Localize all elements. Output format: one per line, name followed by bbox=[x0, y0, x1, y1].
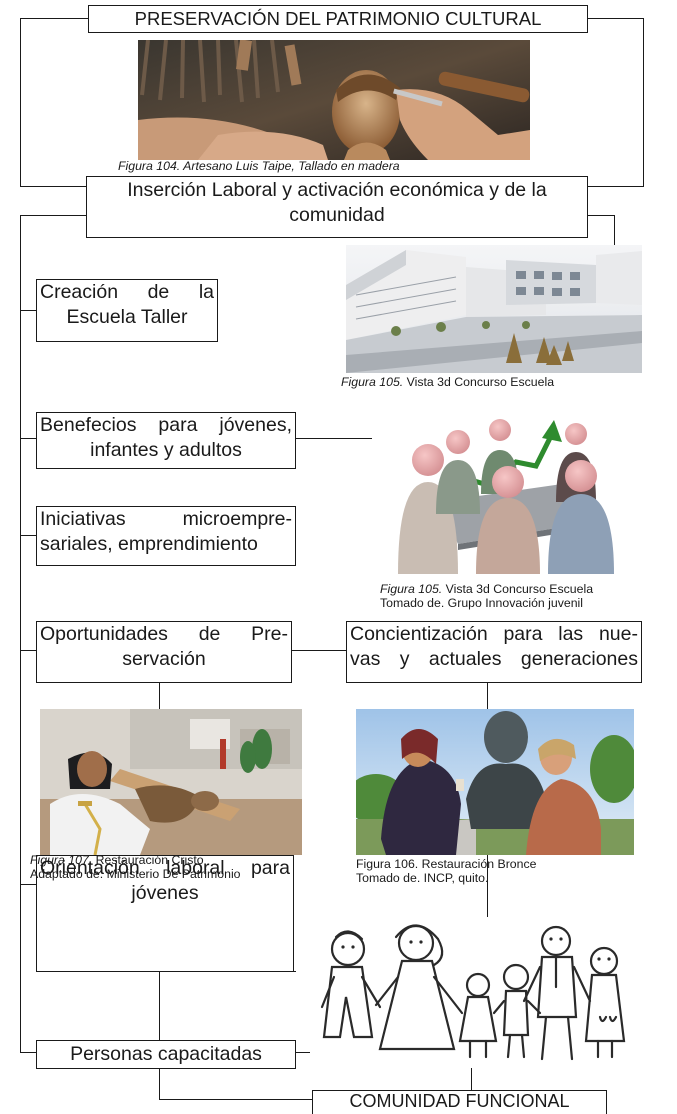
connector bbox=[20, 438, 36, 440]
comunidad-box: COMUNIDAD FUNCIONAL bbox=[312, 1090, 607, 1114]
connector bbox=[20, 535, 36, 537]
iniciativas-box: Iniciativas microempre- sariales, empren… bbox=[36, 506, 296, 566]
connector bbox=[20, 884, 36, 886]
concientizacion-line1: Concientización para las nue- bbox=[350, 623, 638, 645]
connector bbox=[588, 18, 644, 20]
connector bbox=[20, 1052, 36, 1054]
iniciativas-line1: Iniciativas microempre- bbox=[40, 508, 292, 530]
beneficios-box: Benefecios para jóvenes, infantes y adul… bbox=[36, 412, 296, 469]
connector bbox=[487, 683, 489, 709]
beneficios-line2: infantes y adultos bbox=[90, 438, 242, 461]
school-3d-render bbox=[346, 245, 642, 373]
connector bbox=[36, 971, 296, 973]
bronze-restoration-photo bbox=[356, 709, 634, 855]
title-box: PRESERVACIÓN DEL PATRIMONIO CULTURAL bbox=[88, 5, 588, 33]
connector bbox=[159, 683, 161, 709]
oportunidades-box: Oportunidades de Pre- servación bbox=[36, 621, 292, 683]
fig105b-label: Figura 105. bbox=[380, 582, 443, 596]
orientacion-line2: jóvenes bbox=[131, 881, 199, 904]
fig104-label: Figura 104. Artesano Luis Taipe, Tallado… bbox=[118, 159, 400, 173]
connector bbox=[20, 215, 22, 1052]
connector bbox=[20, 215, 86, 217]
fig106-caption: Figura 106. Restauración Bronce Tomado d… bbox=[356, 857, 536, 885]
fig107-caption: Figura 107. Restauración Cristo Adaptado… bbox=[30, 853, 241, 881]
connector bbox=[643, 18, 645, 187]
connector bbox=[20, 186, 86, 188]
connector bbox=[159, 1060, 161, 1100]
connector bbox=[614, 215, 616, 245]
oportunidades-line2: servación bbox=[122, 647, 206, 670]
connector bbox=[471, 1068, 473, 1090]
connector bbox=[20, 650, 36, 652]
connector bbox=[587, 186, 644, 188]
orientacion-line1: Orientación laboral para bbox=[40, 857, 290, 879]
fig107-source: Adaptado de. Ministerio De Patrimonio bbox=[30, 867, 241, 882]
beneficios-line1: Benefecios para jóvenes, bbox=[40, 414, 292, 436]
fig107-label: Figura 107 bbox=[30, 853, 89, 867]
fig105a-caption: Figura 105. Vista 3d Concurso Escuela bbox=[341, 375, 554, 389]
connector bbox=[296, 1052, 312, 1054]
concientizacion-line2: vas y actuales generaciones bbox=[350, 647, 638, 670]
connector bbox=[587, 215, 614, 217]
connector bbox=[159, 972, 161, 1043]
connector bbox=[292, 650, 346, 652]
connector bbox=[159, 1099, 313, 1101]
fig105a-text: Vista 3d Concurso Escuela bbox=[403, 375, 555, 389]
fig105b-text: Vista 3d Concurso Escuela bbox=[442, 582, 594, 596]
connector bbox=[487, 855, 489, 917]
connector bbox=[20, 18, 22, 187]
family-sketch bbox=[310, 917, 632, 1067]
orientacion-box: Orientación laboral para jóvenes bbox=[36, 855, 294, 972]
christ-restoration-photo bbox=[40, 709, 302, 855]
fig105a-label: Figura 105. bbox=[341, 375, 404, 389]
personas-box: Personas capacitadas bbox=[36, 1040, 296, 1069]
connector bbox=[20, 310, 36, 312]
escuela-line2: Escuela Taller bbox=[66, 305, 188, 328]
fig104-caption: Figura 104. Artesano Luis Taipe, Tallado… bbox=[118, 159, 400, 173]
fig105b-source: Tomado de. Grupo Innovación juvenil bbox=[380, 596, 584, 611]
escuela-box: Creación de la Escuela Taller bbox=[36, 279, 218, 342]
growth-meeting-illustration bbox=[376, 402, 624, 574]
connector bbox=[20, 18, 88, 20]
insercion-box: Inserción Laboral y activación económica… bbox=[86, 176, 588, 238]
escuela-line1: Creación de la bbox=[40, 281, 214, 303]
concientizacion-box: Concientización para las nue- vas y actu… bbox=[346, 621, 642, 683]
fig107-text: . Restauración Cristo bbox=[88, 853, 204, 867]
insercion-line1: Inserción Laboral y activación económica… bbox=[127, 179, 547, 201]
fig106-line2: Tomado de. INCP, quito. bbox=[356, 871, 489, 886]
insercion-line2: comunidad bbox=[289, 203, 385, 226]
fig106-line1: Figura 106. Restauración Bronce bbox=[356, 857, 537, 871]
wood-carving-photo bbox=[138, 40, 530, 160]
oportunidades-line1: Oportunidades de Pre- bbox=[40, 623, 288, 645]
fig105b-caption: Figura 105. Vista 3d Concurso Escuela To… bbox=[380, 582, 593, 610]
iniciativas-line2: sariales, emprendimiento bbox=[40, 532, 258, 555]
connector bbox=[296, 438, 372, 440]
